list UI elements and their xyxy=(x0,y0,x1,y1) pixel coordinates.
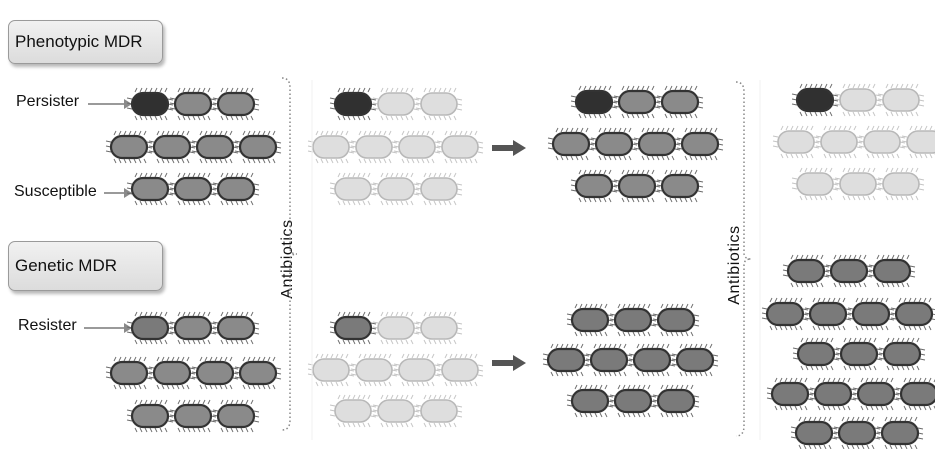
bacterium-persister xyxy=(792,84,838,116)
bacterium-dead xyxy=(792,168,838,200)
bacterium-dead xyxy=(835,168,881,200)
bacterium-dead xyxy=(308,131,354,163)
bacterium-dead xyxy=(437,354,483,386)
bacterium-resister xyxy=(896,378,935,410)
bacterium-susceptible xyxy=(657,86,703,118)
bacterium-resister xyxy=(586,344,632,376)
bacterium-resister xyxy=(567,385,613,417)
bacterium-susceptible xyxy=(235,131,281,163)
bacterium-resister xyxy=(848,298,894,330)
bacterium-resister xyxy=(653,385,699,417)
bacterium-dead xyxy=(330,173,376,205)
bacterium-dead xyxy=(373,173,419,205)
bacterium-susceptible xyxy=(149,357,195,389)
bacterium-susceptible xyxy=(657,170,703,202)
bacterium-resister xyxy=(793,338,839,370)
treatment-arrow-genetic xyxy=(492,355,526,371)
bacterium-resister xyxy=(543,344,589,376)
bacterium-susceptible xyxy=(213,173,259,205)
bacterium-susceptible xyxy=(677,128,723,160)
bacterium-resister xyxy=(869,255,915,287)
bacterium-resister xyxy=(834,417,880,449)
bacterium-susceptible xyxy=(213,88,259,120)
bacterium-susceptible xyxy=(149,131,195,163)
bacterium-susceptible xyxy=(591,128,637,160)
bacterium-dead xyxy=(773,126,819,158)
bacterium-resister xyxy=(853,378,899,410)
bacterium-susceptible xyxy=(614,86,660,118)
bacterium-susceptible xyxy=(170,88,216,120)
bacterium-dead xyxy=(878,168,924,200)
bacterium-susceptible xyxy=(213,400,259,432)
bacterium-dead xyxy=(416,88,462,120)
bacterium-dead xyxy=(835,84,881,116)
bacterium-resister xyxy=(610,304,656,336)
bacterium-resister xyxy=(783,255,829,287)
bacterium-dead xyxy=(878,84,924,116)
bacterium-resister xyxy=(629,344,675,376)
bacterium-resister xyxy=(836,338,882,370)
bacterium-persister xyxy=(330,88,376,120)
bacterium-susceptible xyxy=(170,312,216,344)
bacterium-susceptible xyxy=(571,170,617,202)
bacterium-resister xyxy=(805,298,851,330)
bacterium-dead xyxy=(330,395,376,427)
bacterium-resister xyxy=(672,344,718,376)
bacterium-persister xyxy=(571,86,617,118)
bacterium-resister xyxy=(879,338,925,370)
treatment-arrow-phenotypic xyxy=(492,140,526,156)
bacterium-susceptible xyxy=(106,131,152,163)
bacterium-susceptible xyxy=(192,357,238,389)
bacterium-persister xyxy=(127,88,173,120)
bacterium-susceptible xyxy=(235,357,281,389)
bacterium-susceptible xyxy=(127,400,173,432)
bacterium-dead xyxy=(351,131,397,163)
bacterium-resister xyxy=(791,417,837,449)
bacterium-resister xyxy=(826,255,872,287)
bacterium-susceptible xyxy=(634,128,680,160)
bacterium-dead xyxy=(859,126,905,158)
bacterium-dead xyxy=(416,173,462,205)
bacterium-dead xyxy=(394,354,440,386)
bacterium-susceptible xyxy=(614,170,660,202)
bacterium-susceptible xyxy=(213,312,259,344)
bacterium-dead xyxy=(437,131,483,163)
bacterium-resister xyxy=(877,417,923,449)
bacterium-dead xyxy=(416,395,462,427)
bacterium-dead xyxy=(308,354,354,386)
bacterium-resister xyxy=(762,298,808,330)
bacterium-resister xyxy=(810,378,856,410)
bacterium-susceptible xyxy=(548,128,594,160)
bacterium-resister xyxy=(767,378,813,410)
bacterium-susceptible xyxy=(170,173,216,205)
bracket-second-treatment xyxy=(736,82,751,436)
bacterium-resister xyxy=(653,304,699,336)
bacterium-resister xyxy=(891,298,935,330)
bacterium-dead xyxy=(351,354,397,386)
bacterium-susceptible xyxy=(170,400,216,432)
bacterium-dead xyxy=(373,395,419,427)
bacterium-resister xyxy=(610,385,656,417)
bacterium-dead xyxy=(373,312,419,344)
bracket-first-treatment xyxy=(282,78,297,430)
bacterium-susceptible xyxy=(192,131,238,163)
bacterium-resister xyxy=(567,304,613,336)
bacterium-dead xyxy=(416,312,462,344)
bacterium-dead xyxy=(902,126,935,158)
bacterium-susceptible xyxy=(127,173,173,205)
bacterium-resister xyxy=(127,312,173,344)
bacterium-dead xyxy=(816,126,862,158)
bacterium-dead xyxy=(394,131,440,163)
bacterium-resister xyxy=(330,312,376,344)
bacterium-dead xyxy=(373,88,419,120)
bacterium-susceptible xyxy=(106,357,152,389)
